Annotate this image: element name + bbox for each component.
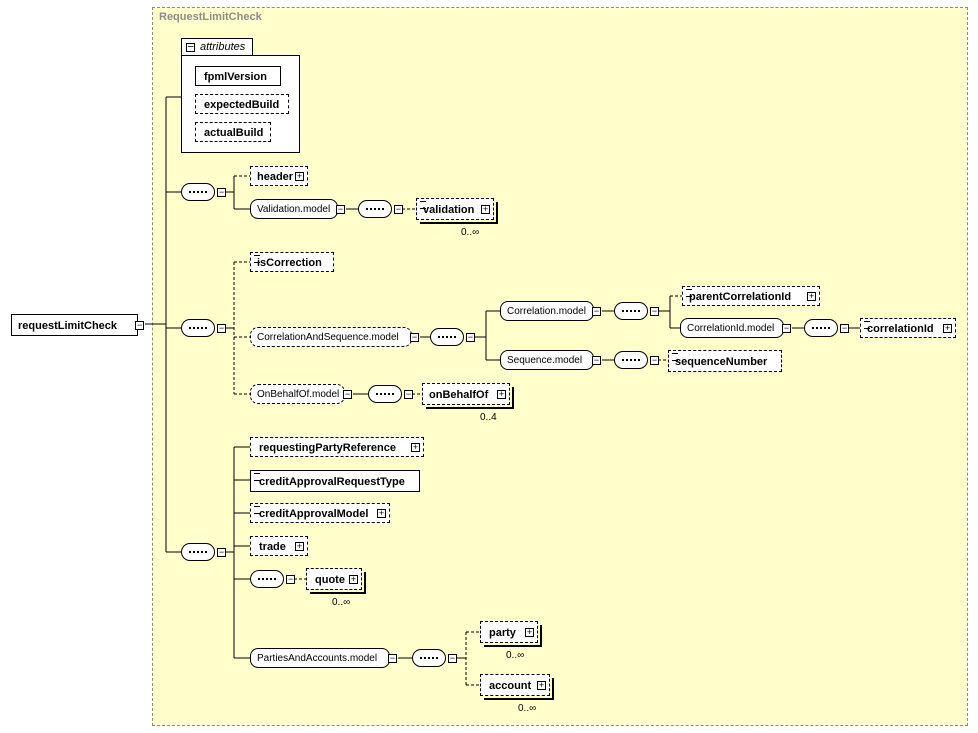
group-parties-and-accounts-model[interactable]: PartiesAndAccounts.model − — [250, 648, 397, 668]
sequence-icon — [812, 327, 830, 331]
element-validation[interactable]: validation + — [416, 198, 494, 220]
cardinality-validation: 0..∞ — [461, 227, 480, 238]
element-quote[interactable]: quote + — [306, 568, 362, 590]
sequence-icon — [189, 327, 207, 331]
expand-icon[interactable]: + — [295, 541, 304, 551]
collapse-icon[interactable]: − — [336, 204, 345, 214]
attribute-expectedBuild[interactable]: expectedBuild — [195, 94, 289, 114]
attributes-tab[interactable]: − attributes — [181, 38, 253, 56]
element-party[interactable]: party + — [480, 621, 538, 643]
attributes-label: attributes — [200, 41, 246, 53]
collapse-icon[interactable]: − — [404, 389, 413, 399]
expand-icon[interactable]: + — [481, 204, 490, 214]
collapse-icon[interactable]: − — [217, 547, 226, 557]
root-element-requestLimitCheck[interactable]: requestLimitCheck − — [11, 314, 144, 336]
sequence-icon — [189, 551, 207, 555]
collapse-icon[interactable]: − — [217, 323, 226, 333]
element-parentCorrelationId[interactable]: parentCorrelationId + — [682, 286, 820, 306]
collapse-icon[interactable]: − — [650, 355, 659, 365]
type-title: RequestLimitCheck — [159, 11, 262, 23]
sequence-icon — [622, 359, 640, 363]
element-sequenceNumber[interactable]: sequenceNumber — [668, 350, 782, 372]
cardinality-quote: 0..∞ — [332, 597, 351, 608]
cardinality-account: 0..∞ — [518, 703, 537, 714]
sequence-compositor-correlation[interactable]: − — [614, 302, 659, 320]
expand-icon[interactable]: + — [411, 442, 420, 452]
collapse-icon[interactable]: − — [388, 653, 397, 663]
collapse-icon[interactable]: − — [394, 204, 403, 214]
sequence-icon — [189, 191, 207, 195]
expand-icon[interactable]: + — [943, 323, 952, 333]
group-sequence-model[interactable]: Sequence.model − — [500, 350, 601, 370]
documentation-icon — [420, 201, 426, 209]
sequence-compositor-sequence[interactable]: − — [614, 351, 659, 369]
element-creditApprovalRequestType[interactable]: creditApprovalRequestType — [250, 470, 420, 492]
collapse-icon[interactable]: − — [592, 306, 601, 316]
sequence-icon — [420, 657, 438, 661]
documentation-icon — [254, 506, 260, 514]
expand-icon[interactable]: + — [525, 627, 534, 637]
group-onbehalfof-model[interactable]: OnBehalfOf.model − — [250, 384, 352, 404]
sequence-compositor-onbehalfof[interactable]: − — [368, 385, 413, 403]
collapse-icon[interactable]: − — [410, 332, 419, 342]
expand-icon[interactable]: + — [497, 389, 506, 399]
element-correlationId[interactable]: correlationId + — [860, 318, 956, 338]
documentation-icon — [864, 321, 870, 329]
group-correlationId-model[interactable]: CorrelationId.model − — [680, 318, 791, 338]
sequence-icon — [376, 393, 394, 397]
collapse-icon[interactable]: − — [343, 389, 352, 399]
documentation-icon — [686, 289, 692, 297]
group-correlation-and-sequence-model[interactable]: CorrelationAndSequence.model − — [250, 327, 419, 347]
expand-icon[interactable]: + — [295, 171, 304, 181]
documentation-icon — [672, 353, 678, 361]
attribute-fpmlVersion[interactable]: fpmlVersion — [195, 66, 281, 86]
sequence-compositor-parties[interactable]: − — [412, 649, 457, 667]
element-requestingPartyReference[interactable]: requestingPartyReference + — [250, 437, 424, 457]
collapse-icon[interactable]: − — [217, 187, 226, 197]
collapse-icon[interactable]: − — [840, 323, 849, 333]
sequence-compositor-correlationId[interactable]: − — [804, 319, 849, 337]
sequence-compositor-validation[interactable]: − — [358, 200, 403, 218]
expand-icon[interactable]: + — [349, 574, 358, 584]
collapse-icon[interactable]: − — [782, 323, 791, 333]
collapse-icon[interactable]: − — [466, 332, 475, 342]
sequence-compositor-cas[interactable]: − — [430, 328, 475, 346]
expand-icon[interactable]: + — [537, 680, 546, 690]
cardinality-onBehalfOf: 0..4 — [480, 412, 497, 423]
sequence-icon — [622, 310, 640, 314]
sequence-icon — [438, 336, 456, 340]
group-validation-model[interactable]: Validation.model − — [250, 199, 345, 219]
element-onBehalfOf[interactable]: onBehalfOf + — [422, 383, 510, 405]
collapse-icon[interactable]: − — [186, 41, 195, 53]
collapse-icon[interactable]: − — [286, 574, 295, 584]
element-creditApprovalModel[interactable]: creditApprovalModel + — [250, 503, 390, 523]
element-trade[interactable]: trade + — [250, 536, 308, 556]
group-correlation-model[interactable]: Correlation.model − — [500, 301, 601, 321]
sequence-compositor-3[interactable]: − — [181, 543, 226, 561]
collapse-icon[interactable]: − — [592, 355, 601, 365]
expand-icon[interactable]: + — [377, 508, 386, 518]
element-isCorrection[interactable]: isCorrection — [250, 252, 334, 272]
documentation-icon — [254, 255, 260, 263]
sequence-compositor-quote[interactable]: − — [250, 570, 295, 588]
collapse-icon[interactable]: − — [650, 306, 659, 316]
collapse-icon[interactable]: − — [135, 320, 144, 330]
documentation-icon — [254, 473, 260, 481]
sequence-compositor-1[interactable]: − — [181, 183, 226, 201]
sequence-compositor-2[interactable]: − — [181, 319, 226, 337]
expand-icon[interactable]: + — [807, 291, 816, 301]
element-account[interactable]: account + — [480, 674, 550, 696]
attribute-actualBuild[interactable]: actualBuild — [195, 122, 271, 142]
sequence-icon — [258, 578, 276, 582]
collapse-icon[interactable]: − — [448, 653, 457, 663]
element-header[interactable]: header + — [250, 166, 308, 186]
sequence-icon — [366, 208, 384, 212]
cardinality-party: 0..∞ — [506, 650, 525, 661]
